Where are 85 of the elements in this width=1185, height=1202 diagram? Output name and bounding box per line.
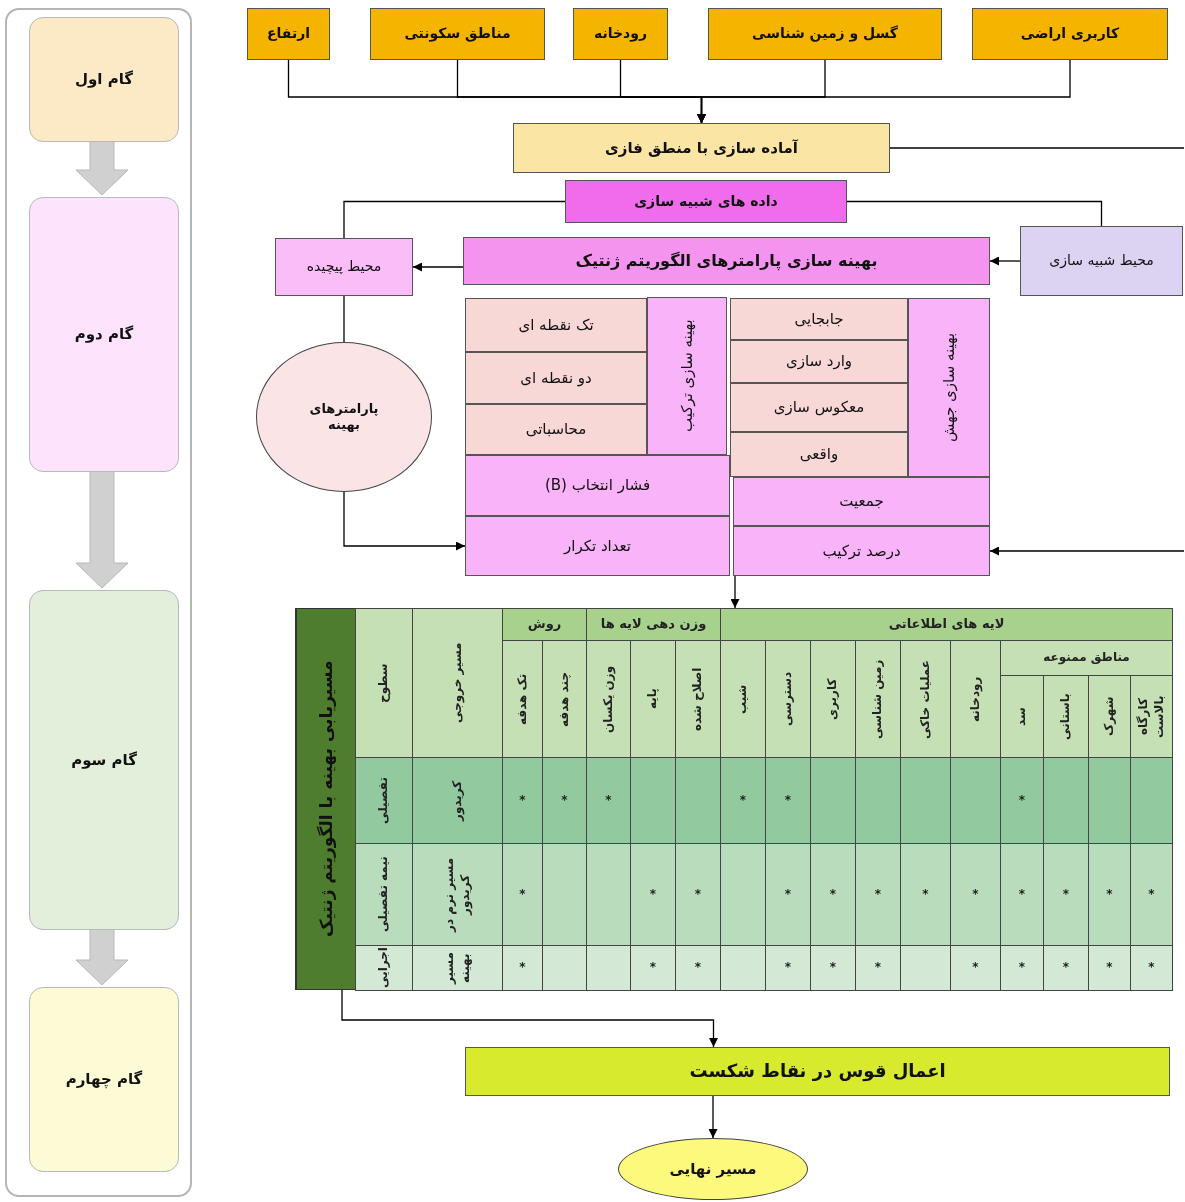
table-cell: اجرایی (355, 945, 413, 991)
process-box: بهینه سازی پارامترهای الگوریتم ژنتیک (463, 237, 990, 285)
parameter-box: جابجایی (730, 298, 908, 340)
step-box: گام چهارم (29, 987, 179, 1172)
process-box: محیط پیچیده (275, 238, 413, 296)
arrow (989, 546, 1185, 556)
table-cell: کریدور (412, 757, 503, 844)
table-mark: * (855, 843, 901, 946)
table-mark: * (630, 945, 676, 991)
table-cell: نیمه تفصیلی (355, 843, 413, 946)
table-mark: * (1043, 945, 1089, 991)
input-box: کاربری اراضی (972, 8, 1168, 60)
step-box: گام اول (29, 17, 179, 142)
connector-line (889, 147, 1185, 149)
parameter-box: واقعی (730, 432, 908, 477)
table-mark: * (1000, 945, 1044, 991)
connector-line (846, 200, 1103, 227)
parameter-box: تک نقطه ای (465, 298, 647, 352)
table-mark: * (950, 843, 1001, 946)
arrow (287, 59, 706, 124)
table-mark: * (1000, 843, 1044, 946)
table-mark: * (675, 843, 721, 946)
table-mark: * (855, 945, 901, 991)
table-mark: * (765, 843, 811, 946)
process-box: محیط شبیه سازی (1020, 226, 1183, 296)
arrow (708, 1095, 718, 1139)
input-box: مناطق سکونتی (370, 8, 545, 60)
results-table (295, 608, 1172, 990)
result-ellipse: مسیر نهایی (618, 1138, 808, 1200)
table-mark: * (765, 757, 811, 844)
block-arrow (75, 469, 129, 589)
table-mark: * (675, 945, 721, 991)
parameter-box: تعداد تکرار (465, 516, 730, 576)
arrow (989, 256, 1021, 266)
connector-line (343, 200, 566, 239)
parameter-box: جمعیت (733, 477, 990, 526)
panel-frame (5, 8, 192, 1197)
table-cell: تفصیلی (355, 757, 413, 844)
table-mark: * (720, 757, 766, 844)
table-cell: مسیر بهینه (412, 945, 503, 991)
block-arrow (75, 927, 129, 986)
process-box: اعمال قوس در نقاط شکست (465, 1047, 1170, 1096)
parameter-ellipse: پارامترهای بهینه (256, 342, 432, 492)
table-cell: مسیر نرم در کریدور (412, 843, 503, 946)
input-box: رودخانه (573, 8, 668, 60)
table-header: لایه های اطلاعاتی (720, 608, 1173, 641)
table-header: وزن دهی لایه ها (586, 608, 721, 641)
table-header: روش (502, 608, 587, 641)
block-arrow (75, 139, 129, 196)
input-box: ارتفاع (247, 8, 330, 60)
process-box: آماده سازی با منطق فازی (513, 123, 890, 173)
table-mark: * (1043, 843, 1089, 946)
step-box: گام سوم (29, 590, 179, 930)
table-header: سطوح (355, 608, 413, 758)
table-mark: * (900, 843, 951, 946)
title-band: مسیریابی بهینه با الگوریتم ژنتیک (296, 609, 356, 989)
arrow (412, 262, 464, 272)
table-mark: * (502, 945, 543, 991)
input-box: گسل و زمین شناسی (708, 8, 942, 60)
table-mark: * (810, 945, 856, 991)
table-mark: * (1130, 945, 1173, 991)
table-mark: * (542, 757, 587, 844)
connector-line (343, 295, 345, 343)
parameter-box: بهینه سازی جهش (908, 298, 990, 477)
parameter-box: محاسباتی (465, 404, 647, 455)
table-mark: * (765, 945, 811, 991)
table-mark: * (950, 945, 1001, 991)
table-mark: * (1130, 843, 1173, 946)
table-mark: * (630, 843, 676, 946)
step-box: گام دوم (29, 197, 179, 472)
table-mark: * (1000, 757, 1044, 844)
parameter-box: درصد ترکیب (733, 526, 990, 576)
parameter-box: وارد سازی (730, 340, 908, 383)
arrow (343, 491, 466, 551)
process-box: داده های شبیه سازی (565, 180, 847, 223)
table-mark: * (810, 843, 856, 946)
arrow (730, 575, 740, 609)
parameter-box: فشار انتخاب (B) (465, 455, 730, 516)
parameter-box: دو نقطه ای (465, 352, 647, 404)
arrow (341, 989, 718, 1048)
parameter-box: بهینه سازی ترکیب (647, 297, 727, 455)
parameter-box: معکوس سازی (730, 383, 908, 432)
table-mark: * (502, 757, 543, 844)
table-mark: * (1088, 945, 1131, 991)
table-mark: * (1088, 843, 1131, 946)
